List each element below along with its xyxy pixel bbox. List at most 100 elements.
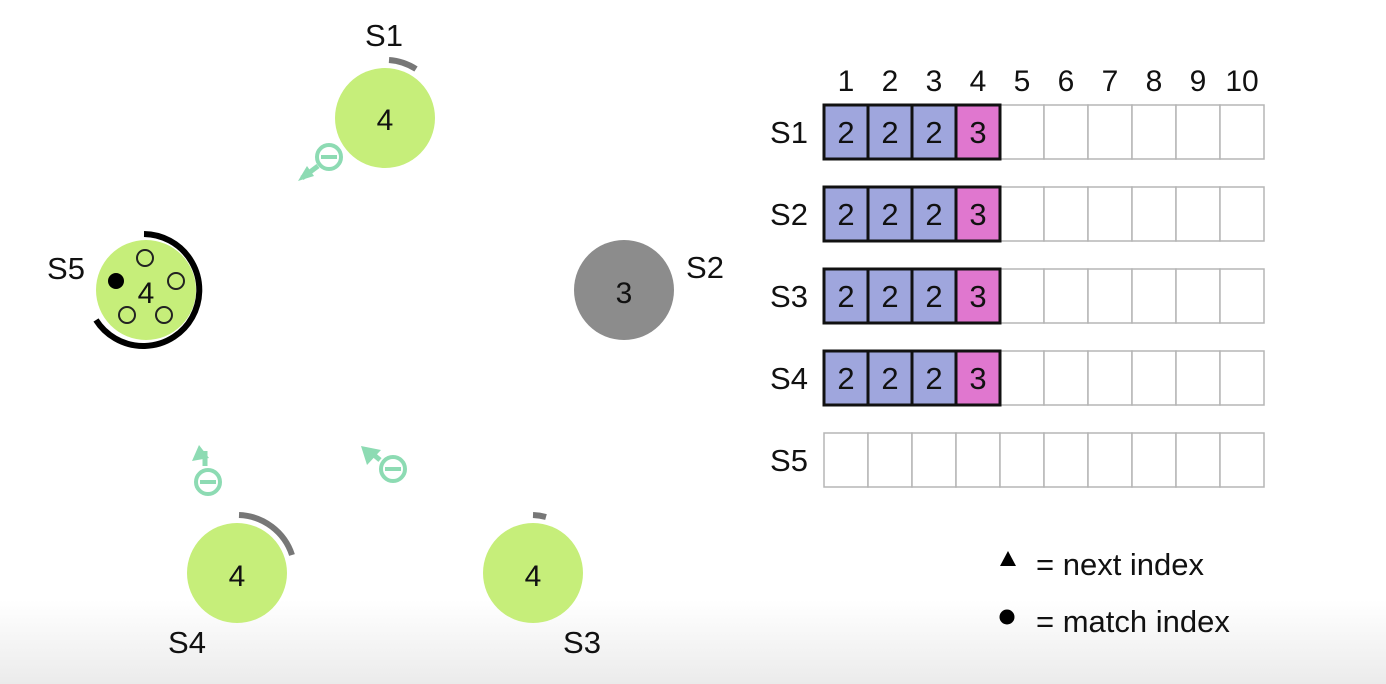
- log-entry: [866, 185, 914, 243]
- log-slot: [1043, 350, 1089, 406]
- log-entry-term: 2: [881, 197, 898, 232]
- match-index-legend-icon: [999, 609, 1015, 625]
- log-entry: [822, 185, 870, 243]
- log-entry-term: 3: [969, 115, 986, 150]
- server-label: S2: [686, 250, 724, 285]
- log-entry: [822, 349, 870, 407]
- log-entry: [866, 267, 914, 325]
- election-timer-s1: [388, 57, 418, 72]
- match-index-dot: [108, 273, 124, 289]
- index-header: 6: [1058, 65, 1075, 98]
- index-header: 2: [882, 65, 899, 98]
- log-row-label: S3: [770, 279, 808, 314]
- log-slot: [1219, 186, 1265, 242]
- log-row-label: S4: [770, 361, 808, 396]
- server-label: S1: [365, 18, 403, 53]
- log-entry-term: 2: [925, 361, 942, 396]
- log-entry: [910, 267, 958, 325]
- log-slot: [1219, 104, 1265, 160]
- server-s2[interactable]: 3 S2: [574, 240, 724, 340]
- server-s1[interactable]: 4 S1: [335, 18, 435, 168]
- log-entry-term: 2: [925, 115, 942, 150]
- log-slot: [955, 432, 1001, 488]
- legend-match-index: = match index: [1036, 604, 1230, 639]
- log-slot: [999, 268, 1045, 324]
- log-slot: [1043, 432, 1089, 488]
- index-header: 8: [1146, 65, 1163, 98]
- index-header: 1: [838, 65, 855, 98]
- log-slot: [1219, 350, 1265, 406]
- log-entry-term: 2: [837, 197, 854, 232]
- log-slot: [911, 432, 957, 488]
- log-entry: [954, 349, 1002, 407]
- log-row: S5: [770, 432, 1265, 488]
- message-s1: [298, 143, 343, 181]
- log-entry: [910, 349, 958, 407]
- log-entry-term: 2: [881, 361, 898, 396]
- log-slot: [1131, 268, 1177, 324]
- log-row-label: S1: [770, 115, 808, 150]
- next-index-marker: [155, 306, 173, 324]
- server-s3[interactable]: 4 S3: [483, 512, 601, 660]
- log-row-label: S2: [770, 197, 808, 232]
- election-timer-s3: [532, 512, 547, 520]
- log-row-label: S5: [770, 443, 808, 478]
- log-entry-term: 3: [969, 361, 986, 396]
- message-s4: [192, 445, 222, 496]
- log-slot: [1219, 432, 1265, 488]
- log-slot: [1043, 104, 1089, 160]
- log-entry-term: 2: [837, 361, 854, 396]
- log-slot: [1087, 104, 1133, 160]
- log-entry-term: 2: [925, 197, 942, 232]
- log-entry-term: 2: [925, 279, 942, 314]
- log-slot: [823, 432, 869, 488]
- log-entry: [954, 267, 1002, 325]
- server-term: 4: [377, 104, 394, 137]
- log-slot: [1131, 432, 1177, 488]
- log-slot: [1175, 432, 1221, 488]
- log-slot: [1131, 186, 1177, 242]
- log-entry-term: 3: [969, 197, 986, 232]
- server-label: S4: [168, 625, 206, 660]
- legend-next-index: = next index: [1036, 547, 1205, 582]
- server-term: 4: [525, 560, 542, 593]
- log-slot: [1043, 268, 1089, 324]
- server-term: 4: [229, 560, 246, 593]
- index-header: 3: [926, 65, 943, 98]
- log-slot: [1175, 268, 1221, 324]
- next-index-legend-icon: [1000, 551, 1016, 566]
- log-entry-term: 2: [837, 115, 854, 150]
- log-slot: [1219, 268, 1265, 324]
- next-index-marker: [118, 306, 136, 324]
- server-s5[interactable]: 4 S5: [47, 231, 203, 349]
- next-index-marker: [136, 249, 154, 267]
- index-header: 7: [1102, 65, 1119, 98]
- log-entry: [910, 185, 958, 243]
- index-header: 5: [1014, 65, 1031, 98]
- log-slot: [1087, 432, 1133, 488]
- legend: = next index = match index: [999, 547, 1230, 639]
- log-entry: [954, 103, 1002, 161]
- log-slot: [867, 432, 913, 488]
- log-slot: [999, 350, 1045, 406]
- log-entry-term: 2: [881, 279, 898, 314]
- log-slot: [999, 104, 1045, 160]
- index-header: 10: [1225, 65, 1258, 98]
- log-slot: [1087, 350, 1133, 406]
- server-term: 3: [616, 277, 633, 310]
- log-slot: [1087, 186, 1133, 242]
- log-entry-term: 3: [969, 279, 986, 314]
- log-slot: [1131, 104, 1177, 160]
- log-entry-term: 2: [837, 279, 854, 314]
- leader-ring: [93, 231, 203, 349]
- log-entry: [954, 185, 1002, 243]
- election-timer-s4: [238, 512, 295, 557]
- server-s4[interactable]: 4 S4: [168, 512, 295, 660]
- log-slot: [999, 432, 1045, 488]
- log-slot: [1175, 104, 1221, 160]
